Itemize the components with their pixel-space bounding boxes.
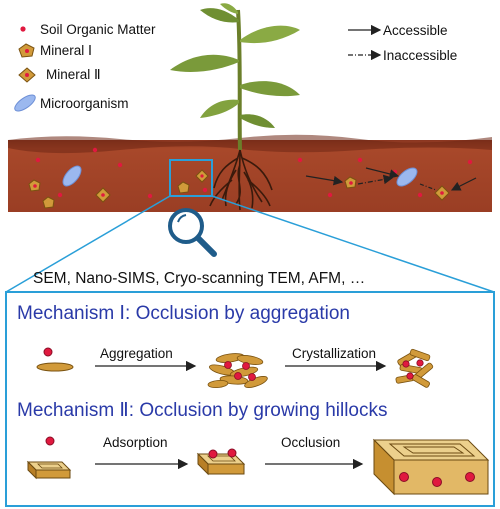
- legend-label-soil-organic-matter: Soil Organic Matter: [40, 22, 156, 37]
- magnifier-icon: [168, 208, 217, 257]
- mechanism-one-step-initial: [36, 347, 74, 372]
- techniques-text: SEM, Nano-SIMS, Cryo-scanning TEM, AFM, …: [33, 270, 365, 287]
- mechanism-two-step-initial: [26, 436, 72, 480]
- legend-label-accessible: Accessible: [383, 23, 448, 38]
- mineral-two-icon: [18, 67, 36, 83]
- soil-minerals: [28, 169, 450, 209]
- mechanism-two-occluded: [372, 438, 490, 496]
- mechanism-two-title: Mechanism Ⅱ: Occlusion by growing hilloc…: [17, 400, 388, 421]
- mechanism-two-adsorbed: [196, 448, 246, 476]
- microorganism-icon: [14, 94, 36, 112]
- mineral-one-icon: [28, 179, 41, 192]
- legend: Soil Organic Matter Mineral Ⅰ Mineral Ⅱ …: [14, 22, 457, 112]
- crystallization-label: Crystallization: [292, 346, 376, 361]
- legend-label-inaccessible: Inaccessible: [383, 48, 457, 63]
- mineral-one-icon: [177, 181, 190, 194]
- occlusion-label: Occlusion: [281, 435, 340, 450]
- mineral-one-icon: [42, 196, 55, 209]
- adsorption-label: Adsorption: [103, 435, 168, 450]
- mechanism-one-aggregate: [207, 353, 268, 388]
- microorganism-icon: [62, 165, 82, 187]
- mechanism-one-crystal: [395, 348, 434, 388]
- mineral-two-icon: [95, 187, 111, 203]
- mineral-two-icon: [195, 169, 209, 183]
- legend-label-microorganism: Microorganism: [40, 96, 129, 111]
- microorganism-icon: [396, 167, 418, 187]
- mineral-one-icon: [344, 176, 357, 189]
- plant-icon: [170, 3, 300, 211]
- mineral-one-icon: [18, 43, 35, 58]
- zoom-callout: [5, 159, 495, 293]
- soil-organic-matter-dot: [20, 26, 26, 32]
- legend-label-mineral-one: Mineral Ⅰ: [40, 43, 92, 58]
- soil-microorganisms: [62, 165, 418, 187]
- aggregation-label: Aggregation: [100, 346, 173, 361]
- mineral-two-icon: [434, 185, 450, 201]
- legend-label-mineral-two: Mineral Ⅱ: [46, 67, 101, 82]
- soil-access-arrows: [305, 167, 477, 191]
- mechanism-one-title: Mechanism Ⅰ: Occlusion by aggregation: [17, 303, 350, 324]
